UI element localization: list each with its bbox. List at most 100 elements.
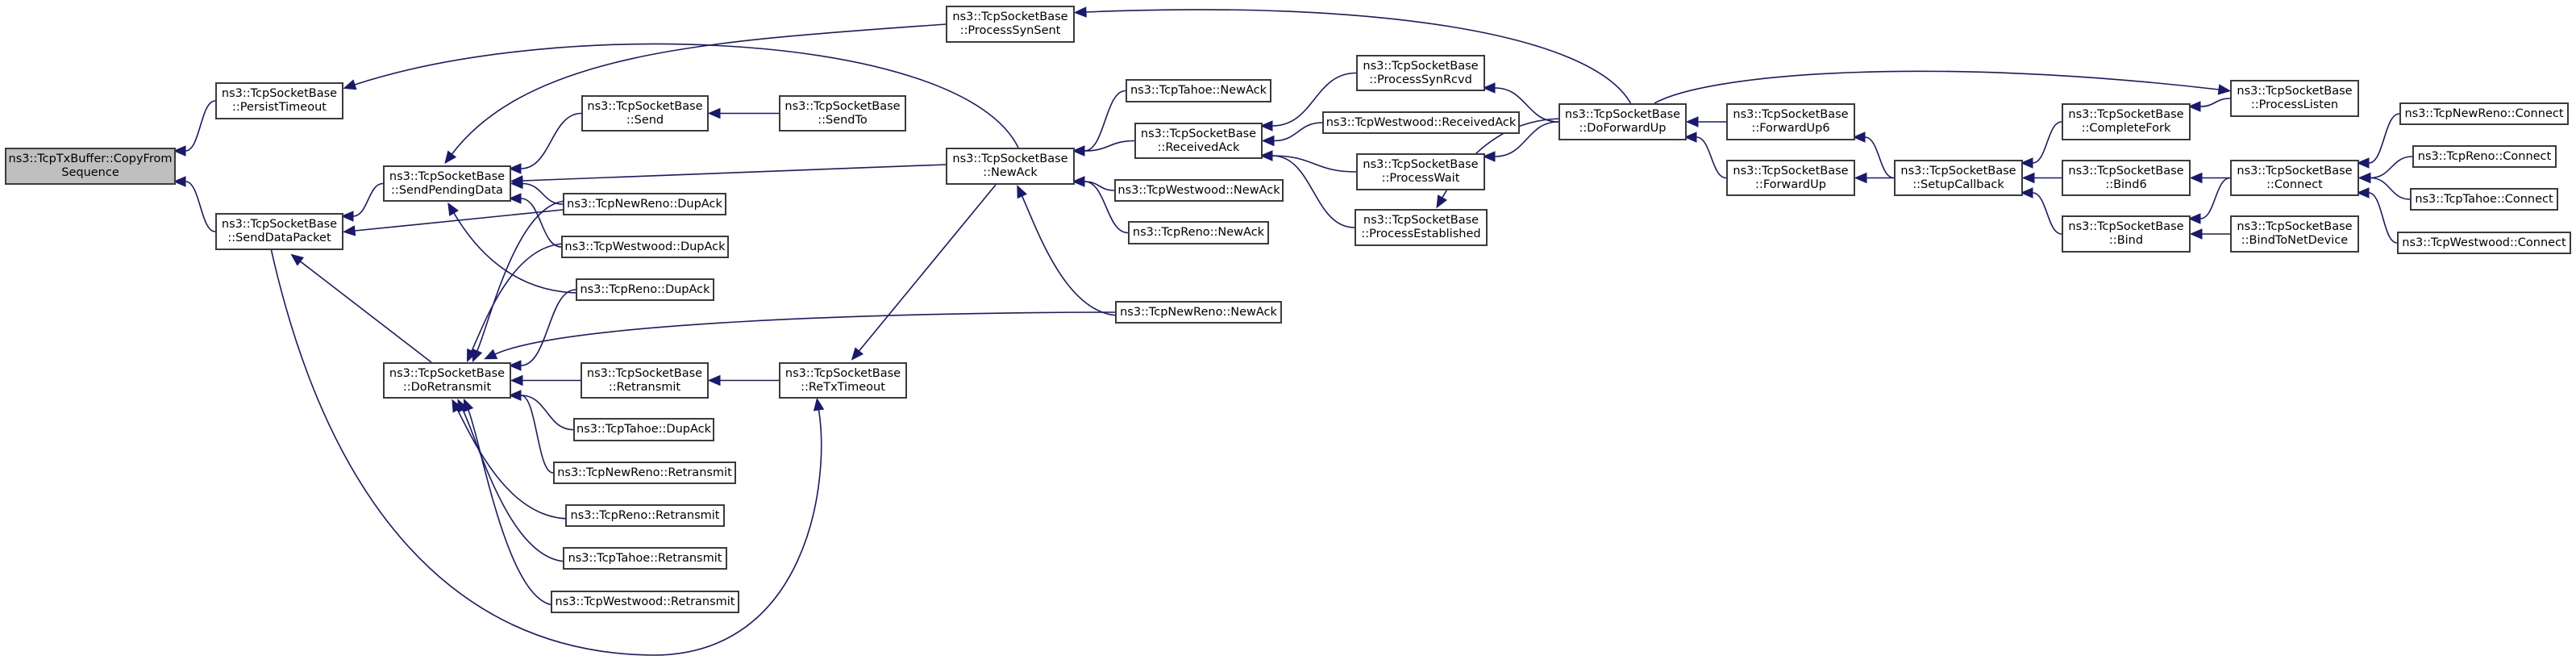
arrowhead-icon: [463, 398, 474, 413]
node-tcptahoe-connect[interactable]: ns3::TcpTahoe::Connect: [2410, 188, 2558, 211]
node-doforwardup[interactable]: ns3::TcpSocketBase ::DoForwardUp: [1559, 103, 1687, 140]
edge-newAck-to-sendPendingData: [522, 164, 947, 182]
node-tcpreno-dupack[interactable]: ns3::TcpReno::DupAck: [576, 278, 714, 301]
arrowhead-icon: [173, 145, 186, 157]
node-tcpnewreno-retransmit[interactable]: ns3::TcpNewReno::Retransmit: [553, 462, 736, 484]
node-forwardup6[interactable]: ns3::TcpSocketBase ::ForwardUp6: [1726, 103, 1855, 140]
node-label-line2: ::NewAck: [983, 166, 1038, 179]
arrowhead-icon: [484, 349, 498, 360]
arrowhead-icon: [2189, 172, 2203, 184]
node-label: ns3::TcpNewReno::Connect: [2404, 107, 2564, 120]
node-senddatapacket[interactable]: ns3::TcpSocketBase ::SendDataPacket: [215, 213, 343, 250]
node-newack[interactable]: ns3::TcpSocketBase ::NewAck: [946, 148, 1075, 185]
node-setupcallback[interactable]: ns3::TcpSocketBase ::SetupCallback: [1894, 160, 2023, 196]
node-processsynsent[interactable]: ns3::TcpSocketBase ::ProcessSynSent: [946, 6, 1075, 43]
node-tcpreno-newack[interactable]: ns3::TcpReno::NewAck: [1128, 221, 1269, 244]
edge-newRenoConnect-to-connect: [2368, 113, 2400, 164]
edge-tahoeNewAck-to-newAck: [1084, 90, 1126, 152]
node-label-line1: ns3::TcpSocketBase: [389, 366, 506, 380]
arrowhead-icon: [342, 225, 356, 236]
node-label-line2: ::ProcessEstablished: [1361, 228, 1481, 240]
node-label-line2: ::Send: [626, 113, 664, 127]
arrowhead-icon: [2021, 172, 2035, 184]
edge-processListen-to-completeFork: [2199, 98, 2231, 107]
node-label-line1: ns3::TcpSocketBase: [221, 218, 338, 231]
node-tcptahoe-newack[interactable]: ns3::TcpTahoe::NewAck: [1126, 79, 1271, 102]
node-processestablished[interactable]: ns3::TcpSocketBase ::ProcessEstablished: [1355, 209, 1488, 246]
edge-newAck-to-persistTimeout: [354, 43, 1019, 148]
node-label-line1: ns3::TcpSocketBase: [952, 10, 1068, 23]
node-tcpwestwood-receivedack[interactable]: ns3::TcpWestwood::ReceivedAck: [1322, 111, 1520, 134]
edge-renoDupAck-to-doRetransmit: [520, 289, 576, 366]
node-bind6[interactable]: ns3::TcpSocketBase ::Bind6: [2062, 160, 2191, 196]
edge-newRenoDupAck-to-doRetransmit: [476, 200, 568, 352]
node-sendto[interactable]: ns3::TcpSocketBase ::SendTo: [779, 95, 906, 132]
arrowhead-icon: [2020, 157, 2033, 169]
node-label-line2: ::Bind6: [2105, 178, 2147, 191]
edge-westwoodConnect-to-connect: [2368, 192, 2398, 244]
edge-newAck-to-reTxTimeout: [858, 184, 997, 352]
node-tcptahoe-dupack[interactable]: ns3::TcpTahoe::DupAck: [573, 418, 714, 441]
edge-persistTimeout-to-cfs: [185, 100, 216, 152]
node-tcpnewreno-newack[interactable]: ns3::TcpNewReno::NewAck: [1115, 301, 1282, 324]
node-tcpnewreno-dupack[interactable]: ns3::TcpNewReno::DupAck: [563, 193, 726, 215]
edge-doForwardUp-to-processSynSent: [1085, 9, 1632, 104]
edge-tahoeConnect-to-connect: [2370, 177, 2411, 200]
node-retxtimeout[interactable]: ns3::TcpSocketBase ::ReTxTimeout: [779, 362, 907, 399]
node-persisttimeout[interactable]: ns3::TcpSocketBase ::PersistTimeout: [215, 82, 343, 119]
arrowhead-icon: [508, 360, 522, 371]
arrowhead-icon: [1683, 132, 1697, 143]
node-tcpwestwood-retransmit[interactable]: ns3::TcpWestwood::Retransmit: [551, 591, 739, 613]
node-processsynrcvd[interactable]: ns3::TcpSocketBase ::ProcessSynRcvd: [1356, 55, 1485, 91]
node-tcpwestwood-newack[interactable]: ns3::TcpWestwood::NewAck: [1114, 179, 1284, 202]
node-label-line2: ::ProcessWait: [1381, 172, 1460, 185]
arrowhead-icon: [1852, 132, 1866, 143]
node-label: ns3::TcpTahoe::NewAck: [1130, 84, 1267, 97]
node-label-line2: ::PersistTimeout: [232, 101, 327, 114]
edge-processEstablished-to-receivedAck: [1271, 155, 1355, 228]
node-label-line1: ns3::TcpSocketBase: [1564, 108, 1681, 121]
arrowhead-icon: [444, 150, 457, 165]
node-forwardup[interactable]: ns3::TcpSocketBase ::ForwardUp: [1726, 160, 1855, 196]
node-label-line2: ::CompleteFork: [2081, 122, 2171, 135]
node-tcpnewreno-connect[interactable]: ns3::TcpNewReno::Connect: [2399, 102, 2569, 125]
edge-sendDataPacket-to-cfs: [185, 181, 216, 232]
node-label-line1: ns3::TcpSocketBase: [221, 87, 338, 100]
node-label: ns3::TcpReno::DupAck: [580, 282, 710, 296]
node-tcptxbuffer-copyfromsequence[interactable]: ns3::TcpTxBuffer::CopyFrom Sequence: [5, 148, 176, 185]
node-bindtonetdevice[interactable]: ns3::TcpSocketBase ::BindToNetDevice: [2230, 215, 2359, 253]
node-retransmit[interactable]: ns3::TcpSocketBase ::Retransmit: [581, 362, 709, 399]
node-processwait[interactable]: ns3::TcpSocketBase ::ProcessWait: [1356, 153, 1485, 190]
node-doretransmit[interactable]: ns3::TcpSocketBase ::DoRetransmit: [383, 362, 511, 399]
node-send[interactable]: ns3::TcpSocketBase ::Send: [581, 95, 709, 132]
node-label-line2: ::ReTxTimeout: [801, 380, 885, 394]
node-label-line1: ns3::TcpSocketBase: [586, 366, 703, 380]
arrowhead-icon: [447, 202, 460, 216]
node-sendpendingdata[interactable]: ns3::TcpSocketBase ::SendPendingData: [383, 165, 511, 202]
node-bind[interactable]: ns3::TcpSocketBase ::Bind: [2062, 215, 2191, 253]
arrowhead-icon: [508, 390, 522, 401]
node-connect[interactable]: ns3::TcpSocketBase ::Connect: [2230, 160, 2359, 196]
node-receivedack[interactable]: ns3::TcpSocketBase ::ReceivedAck: [1134, 123, 1263, 159]
node-label-line1: ns3::TcpSocketBase: [1733, 108, 1849, 121]
node-completefork[interactable]: ns3::TcpSocketBase ::CompleteFork: [2062, 103, 2191, 140]
node-label-line2: ::Bind: [2108, 234, 2144, 247]
arrowhead-icon: [2189, 228, 2203, 240]
node-tcpwestwood-connect[interactable]: ns3::TcpWestwood::Connect: [2397, 232, 2571, 254]
node-label-line1: ns3::TcpSocketBase: [784, 99, 901, 113]
edge-receivedAck-to-newAck: [1084, 140, 1135, 152]
arrowhead-icon: [2356, 187, 2370, 198]
edge-renoConnect-to-connect: [2370, 156, 2413, 179]
edge-doForwardUp-to-processWait: [1494, 121, 1559, 157]
arrowhead-icon: [2356, 157, 2370, 169]
node-label-line2: ::SendDataPacket: [227, 232, 331, 244]
node-tcpreno-connect[interactable]: ns3::TcpReno::Connect: [2412, 145, 2557, 168]
node-tcpwestwood-dupack[interactable]: ns3::TcpWestwood::DupAck: [561, 236, 729, 258]
edge-sendDataPacket-to-reTxTimeout: [270, 249, 822, 656]
node-tcptahoe-retransmit[interactable]: ns3::TcpTahoe::Retransmit: [563, 547, 727, 570]
node-label: ns3::TcpWestwood::ReceivedAck: [1325, 115, 1517, 129]
node-tcpreno-retransmit[interactable]: ns3::TcpReno::Retransmit: [565, 504, 725, 527]
edge-completeFork-to-setupCallback: [2032, 121, 2062, 164]
node-processlisten[interactable]: ns3::TcpSocketBase ::ProcessListen: [2230, 80, 2359, 117]
